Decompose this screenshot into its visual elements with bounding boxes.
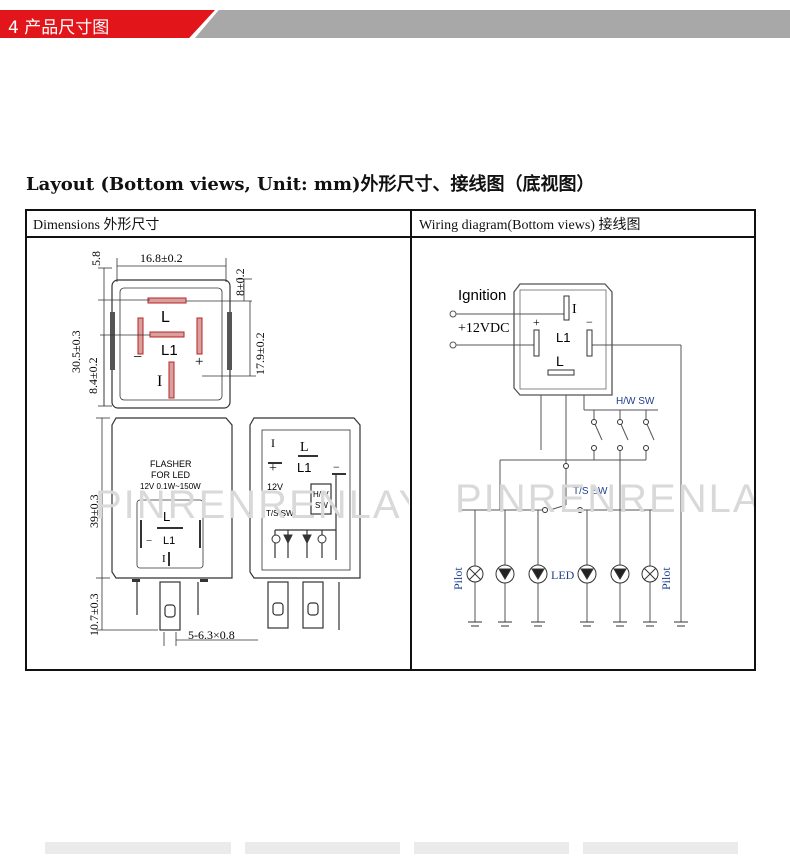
ground-symbols [468, 621, 688, 627]
wiring-pin-I: I [572, 302, 577, 317]
back-pin-I: I [271, 436, 275, 450]
header-gray-band [195, 10, 790, 38]
dim-right-top: 8±0.2 [233, 268, 247, 296]
pin-L1-blade [149, 331, 185, 338]
dim-right-lower: 17.9±0.2 [253, 332, 267, 375]
dimensions-title: Dimensions 外形尺寸 [33, 218, 160, 233]
front-pin-blade [159, 581, 181, 631]
relay-pin-plus [533, 329, 540, 357]
header-red-band: 4 产品尺寸图 [0, 10, 215, 38]
top-pin-L: L [161, 309, 170, 326]
dim-height: 39±0.3 [87, 494, 101, 528]
back-pin-minus: − [333, 460, 340, 474]
wiring-pin-minus: − [586, 315, 593, 329]
pin-I-blade [168, 361, 175, 399]
back-pilot-right-icon [317, 534, 327, 544]
wiring-diagram: Ignition +12VDC I L1 L + − H/W SW T/S SW… [449, 283, 754, 627]
back-led-icon [302, 534, 312, 545]
dim-top-offset: 5.8 [89, 251, 103, 266]
wiring-title: Wiring diagram(Bottom views) 接线图 [419, 218, 641, 233]
front-label-flasher: FLASHER [150, 459, 192, 469]
wiring-pin-plus: + [533, 315, 540, 329]
led-icon [613, 568, 627, 580]
switch-contacts [542, 419, 649, 513]
dim-pin-width: 5-6.3×0.8 [188, 628, 235, 642]
front-label-rating: 12V 0.1W~150W [140, 482, 201, 491]
top-view-pins [137, 297, 203, 399]
relay-pin-L [547, 369, 575, 376]
back-label-12v: 12V [267, 482, 283, 492]
back-label-sw: SW [315, 501, 328, 510]
top-pin-minus: − [133, 349, 142, 366]
pin-minus-blade [137, 317, 144, 355]
top-pin-L1: L1 [161, 342, 178, 359]
bottom-strip [45, 842, 231, 854]
back-view-outline [249, 417, 361, 579]
label-pilot-left: Pilot [451, 567, 465, 590]
dim-left-lower: 8.4±0.2 [86, 357, 100, 394]
front-pin-minus: − [146, 535, 152, 547]
watermark-left: PINRENRENLAY [95, 483, 409, 527]
back-pin-L: L [300, 440, 309, 455]
wiring-pin-L1: L1 [556, 330, 570, 345]
pin-L-blade [147, 297, 187, 304]
label-led: LED [551, 568, 575, 582]
layout-title: Layout (Bottom views, Unit: mm)外形尺寸、接线图（… [26, 174, 595, 195]
front-dimension-lines [96, 417, 258, 646]
relay-pins [533, 295, 593, 376]
front-pin-I: I [162, 553, 166, 565]
back-label-ts: T/S SW [266, 509, 294, 518]
dim-pin-len: 10.7±0.3 [87, 593, 101, 636]
diagram-frame [25, 209, 756, 671]
lamps-and-leds [466, 564, 659, 584]
label-ts-sw: T/S SW [573, 486, 608, 497]
label-12vdc: +12VDC [458, 321, 509, 336]
label-pilot-right: Pilot [659, 567, 673, 590]
led-icon [580, 568, 594, 580]
top-dimension-lines [98, 258, 256, 407]
frame-divider-horizontal [25, 236, 756, 238]
front-view [111, 417, 233, 631]
back-pin-L1: L1 [297, 460, 311, 475]
label-hw-sw: H/W SW [616, 396, 655, 407]
back-view-leds [271, 534, 327, 545]
pin-plus-blade [196, 317, 203, 355]
relay-pin-I [563, 295, 570, 321]
top-pin-plus: + [195, 354, 203, 370]
front-label-for-led: FOR LED [151, 470, 191, 480]
watermark-right: PINRENRENLAY [455, 477, 754, 521]
dim-top-width: 16.8±0.2 [140, 251, 183, 265]
wiring-pin-L: L [556, 353, 564, 369]
led-icon [531, 568, 545, 580]
front-pin-L: L [163, 509, 170, 524]
dim-left-total: 30.5±0.3 [69, 330, 83, 373]
bottom-strip [245, 842, 400, 854]
bottom-strip [414, 842, 569, 854]
back-label-hw: H/W [313, 490, 329, 499]
top-view [110, 279, 232, 409]
frame-divider-vertical [410, 209, 412, 671]
back-pin-plus: + [269, 461, 277, 476]
top-pin-I: I [157, 373, 162, 390]
back-led-icon [283, 534, 293, 545]
dimensions-drawing: L L1 − + I 16.8±0.2 5.8 30.5±0.3 8.4±0.2… [69, 251, 409, 646]
led-icon [498, 568, 512, 580]
bottom-strip [583, 842, 738, 854]
relay-pin-minus [586, 329, 593, 357]
section-title: 4 产品尺寸图 [8, 18, 110, 38]
label-ignition: Ignition [458, 287, 506, 304]
front-view-outline [111, 417, 233, 579]
back-pilot-left-icon [271, 534, 281, 544]
section-header: 4 产品尺寸图 [0, 10, 790, 38]
front-pin-L1: L1 [163, 535, 175, 547]
